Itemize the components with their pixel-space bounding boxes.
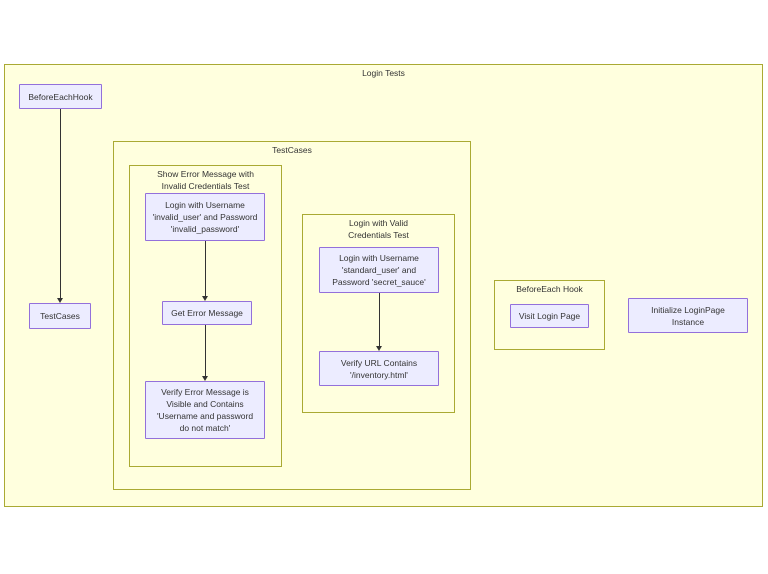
edge-loginvalid-verifyurl-arrowhead — [376, 346, 382, 351]
node-verify-url-contains: Verify URL Contains '/inventory.html' — [319, 351, 439, 386]
cluster-login-tests-title: Login Tests — [362, 68, 405, 78]
edge-geterror-verifyerror-arrowhead — [202, 376, 208, 381]
node-initialize-loginpage-instance: Initialize LoginPage Instance — [628, 298, 748, 333]
cluster-invalid-credentials-test-title: Show Error Message with Invalid Credenti… — [157, 169, 254, 191]
edge-geterror-verifyerror-line — [205, 325, 206, 376]
edge-logininvalid-geterror-arrowhead — [202, 296, 208, 301]
node-testcases: TestCases — [29, 303, 91, 329]
edge-beforeeachhook-testcases-arrowhead — [57, 298, 63, 303]
node-beforeeachhook: BeforeEachHook — [19, 84, 102, 109]
cluster-valid-credentials-test-title: Login with Valid Credentials Test — [348, 218, 409, 240]
node-visit-login-page: Visit Login Page — [510, 304, 589, 328]
edge-beforeeachhook-testcases-line — [60, 109, 61, 298]
edge-loginvalid-verifyurl-line — [379, 293, 380, 346]
node-login-invalid-credentials: Login with Username 'invalid_user' and P… — [145, 193, 265, 241]
cluster-testcases-title: TestCases — [272, 145, 312, 155]
node-login-valid-credentials: Login with Username 'standard_user' and … — [319, 247, 439, 293]
edge-logininvalid-geterror-line — [205, 241, 206, 296]
node-verify-error-message: Verify Error Message is Visible and Cont… — [145, 381, 265, 439]
node-get-error-message: Get Error Message — [162, 301, 252, 325]
cluster-beforeeach-hook-title: BeforeEach Hook — [516, 284, 583, 294]
